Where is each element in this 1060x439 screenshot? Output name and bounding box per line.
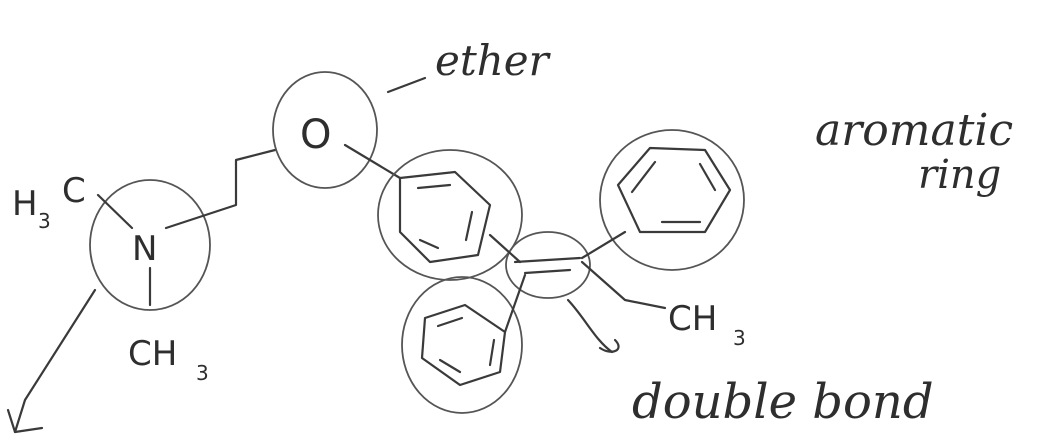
ch3-right-sub: 3 (733, 326, 746, 350)
ring3-circle (401, 276, 523, 414)
aromatic-annotation-line2: ring (918, 152, 1001, 198)
double-bond-arrow-head (598, 338, 620, 353)
arrow-head (6, 408, 44, 434)
aromatic-annotation-line1: aromatic (815, 105, 1013, 156)
oxygen-atom: O (300, 112, 331, 158)
h3c-label-c: C (62, 171, 86, 211)
h3c-label-sub: 3 (38, 209, 51, 233)
ethyl-bond (580, 260, 667, 310)
ring1-circle (377, 149, 523, 281)
amine-circle (89, 179, 211, 311)
alkene-to-ring2-bond (580, 230, 627, 260)
nitrogen-atom: N (132, 229, 157, 269)
alkene-to-ring3-bond (503, 273, 527, 334)
n-methyl-bond-left (96, 193, 134, 230)
ch3-bottom-sub: 3 (196, 361, 209, 385)
ring3-inner-bonds (436, 316, 496, 374)
o-ring-bond (343, 143, 402, 180)
ring2-circle (599, 129, 745, 271)
double-bond-line2 (523, 268, 572, 275)
ring2-hexagon (616, 146, 732, 234)
ether-circle (272, 71, 378, 189)
ethyl-chain (164, 148, 277, 230)
double-bond-line1 (513, 256, 582, 264)
ether-pointer (386, 76, 427, 94)
ring2-inner-bonds (630, 160, 717, 224)
ring1-to-alkene-bond (488, 233, 522, 264)
ring3-hexagon (420, 303, 507, 387)
ring1-inner-bonds (416, 183, 474, 250)
arrow-line (13, 288, 97, 434)
double-bond-annotation: double bond (632, 374, 934, 430)
h3c-label-h: H (12, 184, 38, 224)
ch3-bottom-label: CH (128, 334, 177, 374)
double-bond-circle (505, 231, 591, 299)
ether-annotation: ether (435, 36, 552, 85)
ring1-hexagon (398, 170, 492, 264)
double-bond-arrow (566, 298, 614, 354)
ch3-right-label: CH (668, 299, 717, 339)
